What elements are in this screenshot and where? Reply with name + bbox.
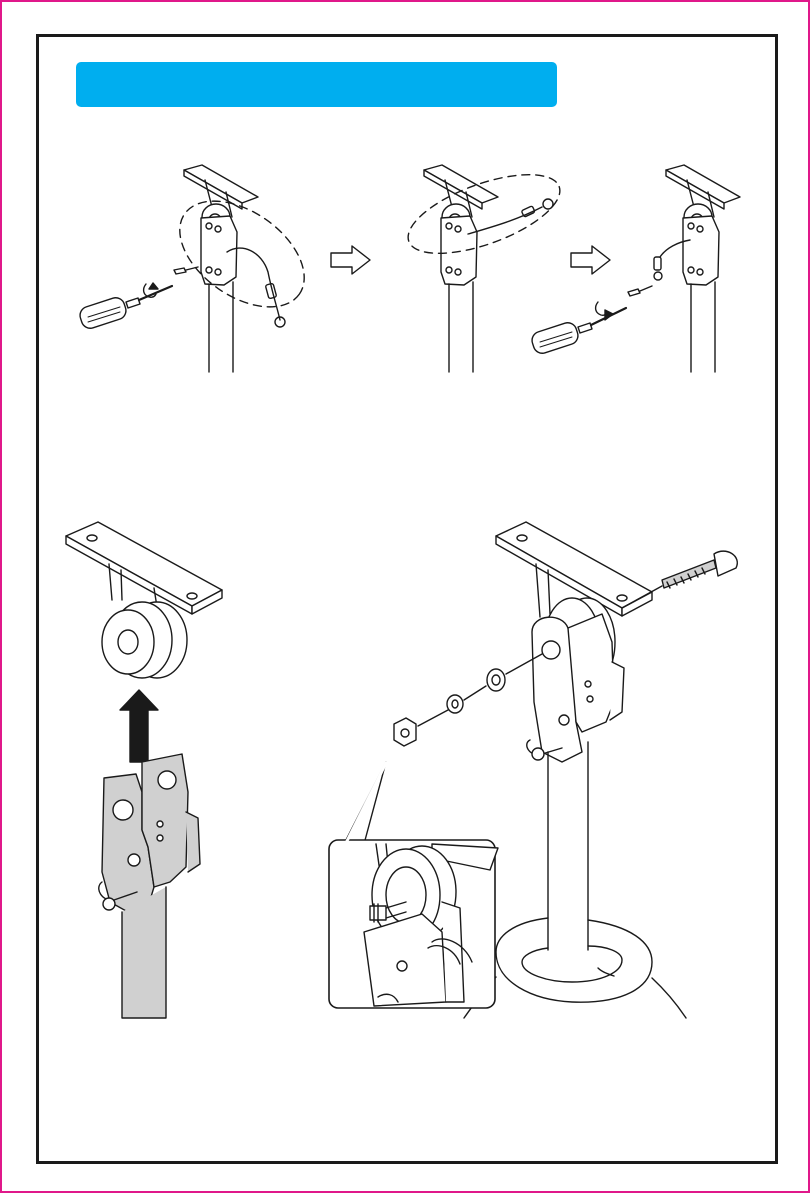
next-step-arrow-2: [571, 246, 610, 274]
slide-up-arrow: [120, 690, 158, 762]
next-step-arrow-1: [331, 246, 370, 274]
detail-inset: [329, 763, 498, 1008]
illustration-reattach-cable: [530, 165, 740, 372]
illustration-slide-bracket: [66, 522, 222, 1018]
illustration-remove-screw: [78, 165, 324, 372]
